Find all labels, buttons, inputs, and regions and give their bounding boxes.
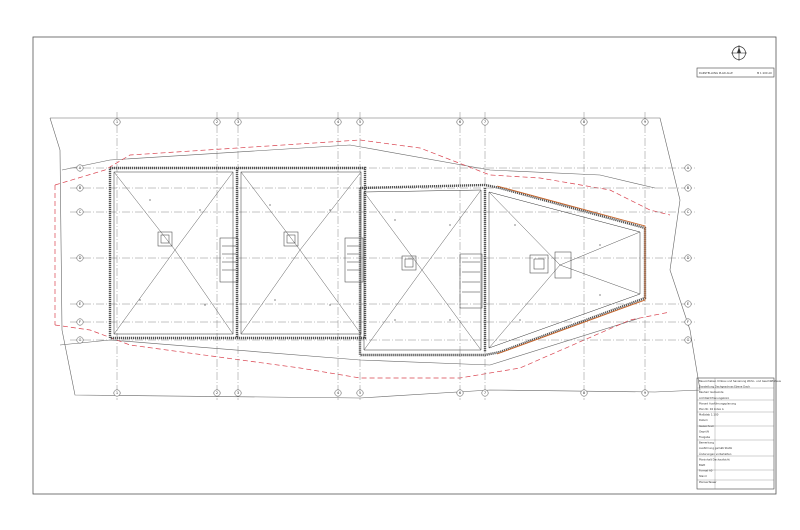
property-boundary [54, 139, 671, 379]
grid-axis-label: A [687, 166, 690, 170]
grid-axis-label: A [79, 166, 82, 170]
grid-bubbles-left [76, 164, 84, 344]
grid-axis-label: 1 [116, 120, 118, 124]
grid-axis-label: E [687, 302, 690, 306]
title-block-row: Darstellung Dachgeschoss Ebene Dach [699, 385, 750, 389]
grid-axis-label: 2 [216, 391, 218, 395]
title-block: Bauvorhaben Umbau und Sanierung Wohn- un… [696, 377, 782, 490]
grid-axis-label: 4 [337, 391, 340, 395]
title-block-row: Plan Nr. 04 Index A [699, 407, 724, 411]
grid-axis-label: B [687, 186, 690, 190]
grid-axes-horizontal [70, 167, 695, 341]
grid-axis-label: 8 [583, 120, 586, 124]
header-left-text: DARSTELLUNG PLAN ALLE [699, 71, 733, 75]
grid-axis-label: 4 [337, 120, 340, 124]
grid-axis-label: F [687, 320, 689, 324]
title-block-row: Bauherr Gemeinde [699, 390, 724, 394]
grid-axis-label: D [79, 256, 82, 260]
grid-axes-vertical [116, 112, 646, 400]
title-block-row: Architekt Planungsbüro [699, 396, 730, 400]
grid-axis-label: 8 [583, 391, 586, 395]
grid-axis-label: 6 [459, 120, 462, 124]
grid-axis-label: F [79, 320, 81, 324]
grid-axis-label: B [79, 186, 82, 190]
title-block-row: Planinhalt Dachaufsicht [699, 457, 730, 461]
title-block-row: Datum [699, 418, 708, 422]
grid-axis-label: 6 [459, 391, 462, 395]
title-block-row: Blatt [699, 463, 705, 467]
title-block-row: Stand [699, 474, 707, 478]
grid-axis-label: G [687, 338, 690, 342]
title-block-row: Änderungen vorbehalten [699, 451, 732, 456]
building-inner-outline [113, 171, 641, 351]
grid-axis-label: 7 [484, 120, 486, 124]
sheet-border [32, 36, 777, 495]
roof-edge-highlight [496, 185, 646, 355]
grid-bubbles-top [113, 118, 649, 126]
grid-axis-label: C [687, 210, 690, 214]
grid-axis-label: D [687, 256, 690, 260]
header-right-text: M 1:100 A0 [757, 71, 772, 75]
grid-axis-label: C [79, 210, 82, 214]
header-strip: DARSTELLUNG PLAN ALLE M 1:100 A0 [696, 67, 775, 78]
title-block-row: Bemerkung [699, 441, 714, 445]
title-block-row: Format A0 [699, 469, 713, 473]
stair-shafts [157, 231, 572, 309]
grid-bubbles-right [684, 164, 692, 344]
grid-axis-label: 5 [359, 120, 361, 124]
title-block-row: Geprüft [699, 429, 709, 433]
building-walls [108, 166, 647, 357]
roof-hip-lines [113, 171, 641, 351]
title-block-row: Planart Ausführungsplanung [699, 401, 736, 405]
title-block-row: Bauvorhaben Umbau und Sanierung Wohn- un… [699, 379, 782, 383]
grid-axis-label: G [79, 338, 82, 342]
grid-axis-label: 9 [644, 120, 647, 124]
grid-axis-label: 2 [216, 120, 218, 124]
title-block-row: Freigabe [699, 435, 711, 439]
grid-axis-label: 5 [359, 391, 361, 395]
north-arrow-icon [731, 45, 747, 61]
grid-axis-label: 3 [237, 391, 239, 395]
roof-markings [139, 199, 601, 321]
grid-axis-label: 1 [116, 391, 118, 395]
grid-axis-label: 9 [644, 391, 647, 395]
grid-axis-label: 3 [237, 120, 239, 124]
title-block-row: Planverfasser [699, 480, 718, 484]
title-block-row: Ausführung gemäß Statik [699, 446, 733, 450]
grid-axis-label: E [79, 302, 82, 306]
grid-bubbles-bottom [113, 389, 649, 397]
grid-axis-label: 7 [484, 391, 486, 395]
title-block-row: Maßstab 1:100 [699, 413, 719, 417]
title-block-row: Gezeichnet [699, 424, 714, 428]
